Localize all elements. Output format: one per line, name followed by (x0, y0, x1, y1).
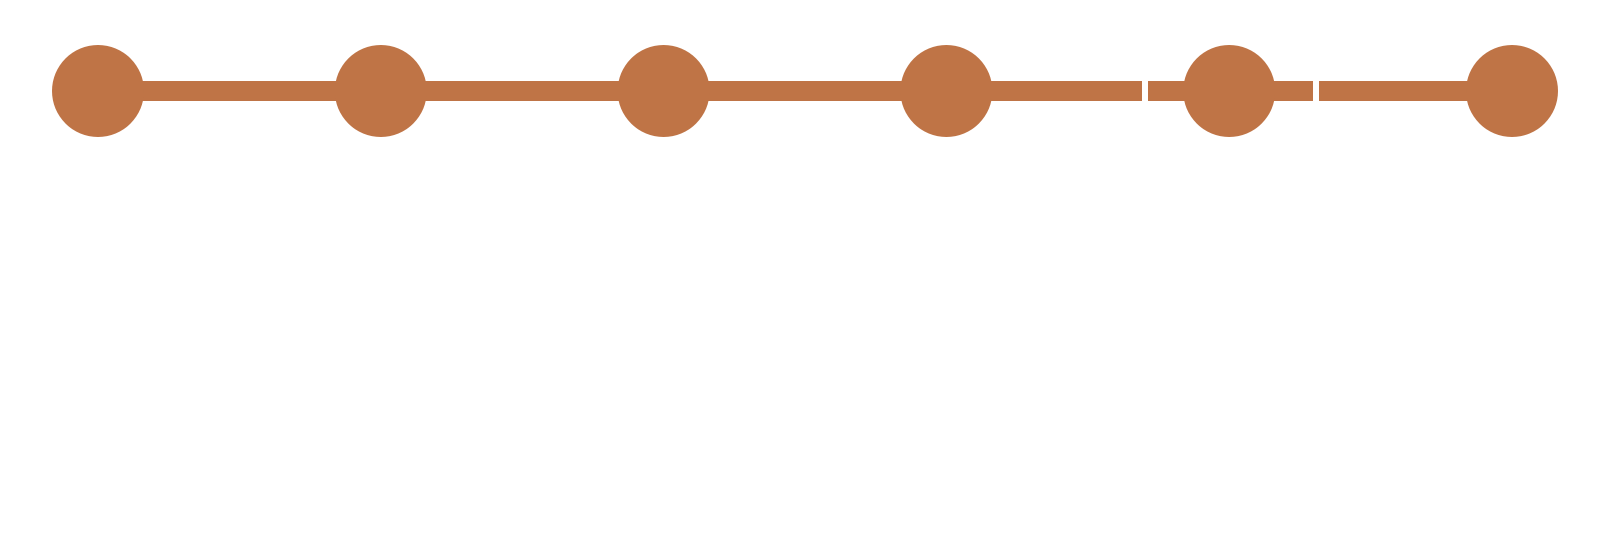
connector-gap (1313, 80, 1319, 102)
step-node-5 (1183, 45, 1276, 137)
stepper-connector-line (98, 81, 1512, 101)
step-node-2 (334, 45, 427, 137)
stepper-connector-gaps (1142, 80, 1319, 102)
stepper-connectors (98, 81, 1512, 101)
connector-gap (1142, 80, 1148, 102)
step-node-3 (617, 45, 710, 137)
step-node-4 (900, 45, 993, 137)
step-node-1 (52, 45, 144, 137)
step-node-6 (1466, 45, 1558, 137)
stepper-nodes (52, 45, 1558, 137)
